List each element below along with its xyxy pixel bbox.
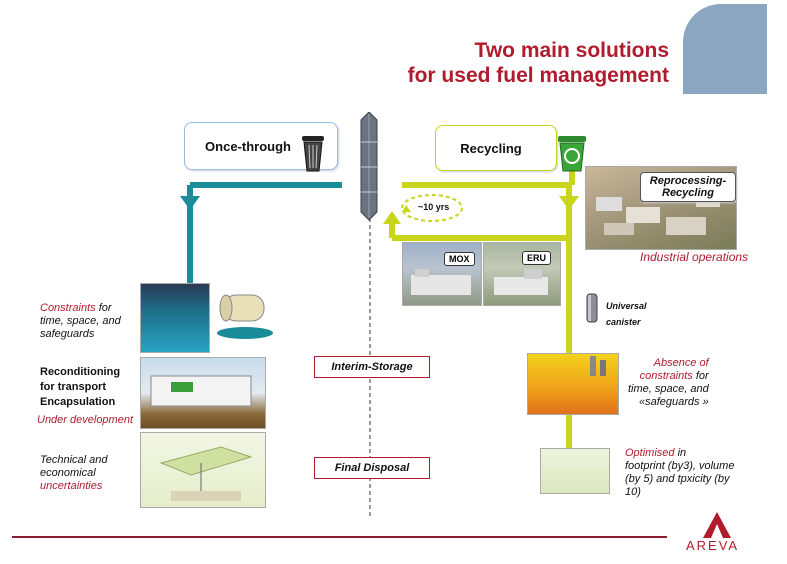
industrial-operations-label: Industrial operations bbox=[640, 251, 748, 264]
recycle-bin-icon bbox=[557, 134, 587, 172]
encapsulation-plant-image bbox=[140, 357, 266, 429]
cask-image bbox=[214, 285, 276, 341]
canister-label: Universal canister bbox=[606, 298, 647, 330]
fuel-assembly-icon bbox=[356, 112, 382, 222]
trash-bin-icon bbox=[300, 133, 326, 173]
reprocessing-label: Reprocessing- Recycling bbox=[640, 172, 736, 202]
areva-logo-icon bbox=[703, 512, 731, 538]
canister-icon bbox=[585, 292, 599, 324]
final-disposal-label: Final Disposal bbox=[314, 457, 430, 479]
cycle-label: ~10 yrs bbox=[418, 201, 449, 214]
optimised-repository-image bbox=[540, 448, 610, 494]
mox-label: MOX bbox=[444, 252, 475, 266]
areva-logo-text: AREVA bbox=[686, 538, 739, 553]
storage-pool-image bbox=[140, 283, 210, 353]
under-development-text: Under development bbox=[37, 414, 133, 427]
disposal-repository-image bbox=[140, 432, 266, 508]
eru-label: ERU bbox=[522, 251, 551, 265]
left-constraints-text: Constraints for time, space, and safegua… bbox=[40, 302, 121, 341]
recycling-box: Recycling bbox=[435, 125, 557, 171]
left-recond-text: Reconditioning for transport Encapsulati… bbox=[40, 365, 120, 410]
interim-storage-label: Interim-Storage bbox=[314, 356, 430, 378]
right-absence-text: Absence of constraints for time, space, … bbox=[628, 357, 709, 409]
interim-storage-building-image bbox=[527, 353, 619, 415]
right-optimised-text: Optimised in footprint (by3), volume (by… bbox=[625, 447, 734, 499]
